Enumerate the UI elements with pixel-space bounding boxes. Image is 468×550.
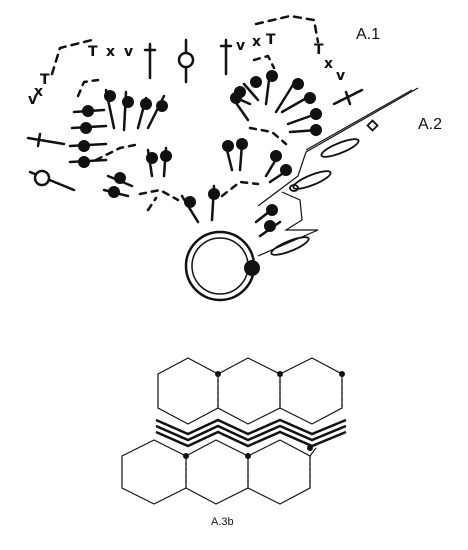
chain-inner-7 xyxy=(146,196,158,212)
chart-a2-outline xyxy=(257,87,419,257)
svg-text:x: x xyxy=(34,84,43,100)
chart-a3b xyxy=(121,357,347,505)
hexagon-top-1 xyxy=(157,357,219,425)
chain-inner-1 xyxy=(76,78,100,98)
hexagon-bottom-3 xyxy=(247,439,311,505)
hexagon-bottom-2 xyxy=(185,439,249,505)
svg-text:x: x xyxy=(324,56,333,72)
start-marker-diamond xyxy=(366,119,379,132)
start-dot xyxy=(244,260,260,276)
chain-inner-2 xyxy=(252,54,276,70)
svg-text:x: x xyxy=(106,44,115,60)
svg-text:x: x xyxy=(252,34,261,50)
zigzag-band-2 xyxy=(155,424,347,442)
svg-text:T: T xyxy=(88,44,98,60)
svg-text:v: v xyxy=(28,92,37,108)
treble-stitches xyxy=(26,38,364,148)
label-a2: A.2 xyxy=(418,116,443,133)
picot-stitches xyxy=(28,38,195,192)
label-a1: A.1 xyxy=(356,26,381,43)
svg-text:T: T xyxy=(266,32,276,48)
magic-ring-outer xyxy=(184,230,256,302)
chain-arc-right xyxy=(254,14,320,44)
hexagon-top-2 xyxy=(217,357,281,425)
svg-text:v: v xyxy=(124,44,133,60)
chain-space-ovals xyxy=(270,138,360,256)
hexagon-top-3 xyxy=(279,357,343,425)
chart-a2-pointer xyxy=(305,89,413,151)
svg-text:T: T xyxy=(314,42,324,58)
chain-inner-5 xyxy=(138,188,180,202)
right-fan-stitches xyxy=(222,70,322,238)
magic-ring-inner xyxy=(191,237,249,295)
join-dots xyxy=(183,371,345,459)
chain-arc-left xyxy=(50,38,94,76)
chain-inner-6 xyxy=(220,180,260,198)
chain-inner-3 xyxy=(94,142,142,162)
left-fan-stitches xyxy=(68,88,220,224)
svg-text:v: v xyxy=(336,68,345,84)
svg-text:T: T xyxy=(40,72,50,88)
svg-text:v: v xyxy=(236,38,245,54)
chain-inner-4 xyxy=(248,126,288,146)
hexagon-bottom-1 xyxy=(121,439,187,505)
zigzag-band-1 xyxy=(155,418,347,436)
chart-a1 xyxy=(26,14,379,302)
label-a3b: A.3b xyxy=(211,516,234,528)
